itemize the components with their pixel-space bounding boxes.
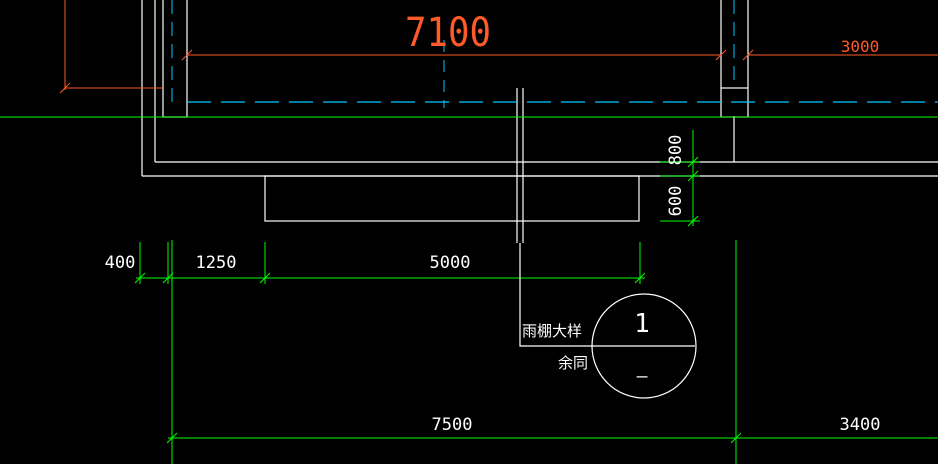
red-dimensions <box>59 0 938 94</box>
detail-number: 1 <box>634 309 650 339</box>
dim-tick <box>687 156 699 168</box>
dim-label-top-right: 3000 <box>841 37 880 56</box>
red-tick <box>59 82 71 94</box>
dim-label-top: 7100 <box>405 10 491 56</box>
callout-note: 余同 <box>558 354 588 372</box>
dim-tick <box>134 272 146 284</box>
dim-label-800: 800 <box>666 135 686 166</box>
detail-callout <box>519 243 697 399</box>
dim-tick <box>259 272 271 284</box>
dim-tick <box>687 215 699 227</box>
callout-leader <box>519 243 695 347</box>
detail-sheet-ref: — <box>637 366 648 387</box>
dim-tick <box>162 272 174 284</box>
dim-label-600: 600 <box>666 186 686 217</box>
red-tick <box>715 49 727 61</box>
axis-lines <box>0 0 938 118</box>
red-tick <box>742 49 754 61</box>
dim-label-7500: 7500 <box>432 415 473 435</box>
canopy-outline <box>264 175 640 222</box>
dim-label-3400: 3400 <box>840 415 881 435</box>
dim-label-400: 400 <box>105 253 136 273</box>
callout-title: 雨棚大样 <box>522 322 582 340</box>
dim-tick <box>687 170 699 182</box>
dim-tick <box>730 432 742 444</box>
dim-label-1250: 1250 <box>196 253 237 273</box>
red-tick <box>181 49 193 61</box>
dim-tick <box>166 432 178 444</box>
dim-label-5000: 5000 <box>430 253 471 273</box>
green-dimensions <box>134 130 938 464</box>
building-walls <box>141 0 938 243</box>
dim-tick <box>634 272 646 284</box>
detail-circle <box>591 293 697 399</box>
